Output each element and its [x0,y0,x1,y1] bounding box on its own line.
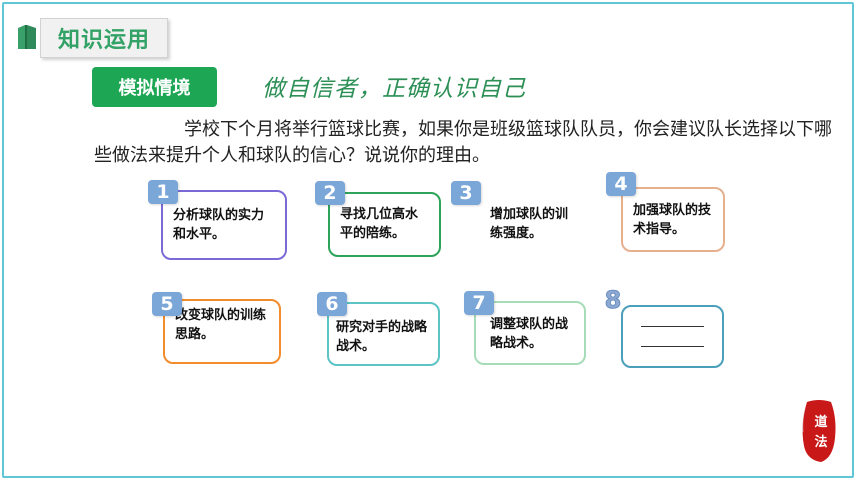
knowledge-application-tab: 知识运用 [40,18,168,58]
option-text: 增加球队的训练强度。 [490,207,569,241]
option-card: 分析球队的实力和水平。 [161,190,287,260]
option-number: 8 [604,286,622,315]
blank-line [641,326,704,327]
section-badge: 模拟情境 [92,67,217,107]
option-text: 寻找几位高水平的陪练。 [340,207,419,241]
slide-frame [2,2,854,478]
option-card: 寻找几位高水平的陪练。 [328,192,441,257]
blank-line [641,346,704,347]
option-card-blank [621,305,724,368]
option-text: 改变球队的训练思路。 [175,308,267,342]
option-number: 6 [317,292,347,316]
seal-char-2: 法 [814,434,827,450]
option-card: 研究对手的战略战术。 [327,302,440,366]
option-number: 1 [148,180,178,204]
option-card: 改变球队的训练思路。 [163,299,281,364]
option-number: 2 [315,181,345,205]
option-card: 增加球队的训练强度。 [476,190,590,256]
option-number: 7 [464,291,494,315]
option-number: 4 [606,172,636,196]
book-icon [18,25,36,49]
option-text: 加强球队的技术指导。 [633,203,712,237]
option-text: 分析球队的实力和水平。 [173,208,265,242]
option-number: 5 [152,292,182,316]
daofa-seal-icon: 道 法 [802,400,836,462]
option-number: 3 [451,181,481,205]
option-text: 研究对手的战略战术。 [336,320,428,354]
option-text: 调整球队的战略战术。 [490,317,569,351]
section-title: 做自信者，正确认识自己 [262,76,526,102]
seal-char-1: 道 [814,414,827,430]
question-text: 学校下个月将举行篮球比赛，如果你是班级篮球队队员，你会建议队长选择以下哪些做法来… [94,119,832,166]
option-card: 加强球队的技术指导。 [621,187,725,252]
